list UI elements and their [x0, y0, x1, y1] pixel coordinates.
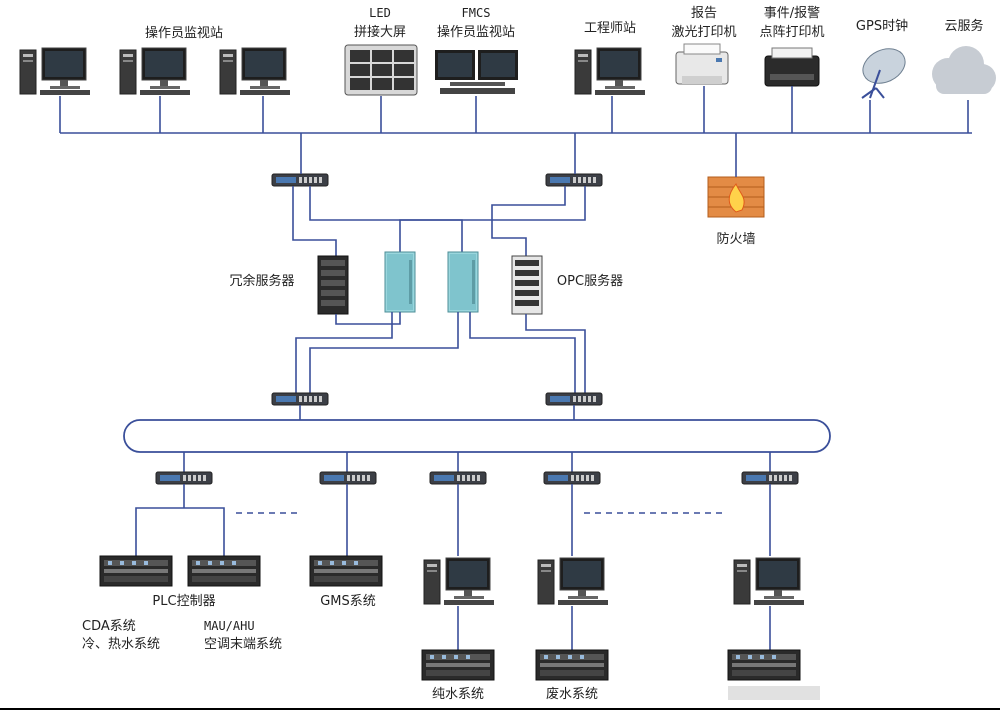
desktop-icon [435, 50, 518, 94]
network-switch-icon [429, 471, 487, 485]
network-switch-icon [545, 173, 603, 187]
redundant-server-label: 冗余服务器 [229, 273, 294, 289]
led-wall-icon [344, 44, 418, 96]
network-switch-icon [271, 392, 329, 406]
led-wall-label-1: LED [369, 6, 391, 20]
desktop-icon [537, 557, 609, 606]
desktop-icon [19, 47, 91, 96]
plc-module-icon [727, 649, 801, 681]
plc-controller-label: PLC控制器 [152, 594, 215, 609]
firewall-label: 防火墙 [716, 231, 755, 247]
cloud-service-label: 云服务 [944, 18, 983, 34]
desktop-icon [219, 47, 291, 96]
report-printer-label-2: 激光打印机 [671, 25, 736, 40]
fmcs-label-2: 操作员监视站 [437, 24, 515, 40]
network-switch-icon [545, 392, 603, 406]
fmcs-label-1: FMCS [462, 6, 491, 20]
ring-network [123, 419, 831, 453]
desktop-icon [119, 47, 191, 96]
alarm-printer-label-2: 点阵打印机 [759, 25, 824, 40]
desktop-icon [423, 557, 495, 606]
network-switch-icon [741, 471, 799, 485]
alarm-printer-label-1: 事件/报警 [764, 5, 820, 21]
satellite-dish-icon [861, 48, 906, 99]
plc-module-icon [309, 555, 383, 587]
printer-icon [675, 43, 729, 85]
server-rack-icon [511, 255, 543, 315]
network-switch-icon [543, 471, 601, 485]
network-switch-icon [271, 173, 329, 187]
cda-label-2: 冷、热水系统 [82, 637, 160, 652]
desktop-icon [733, 557, 805, 606]
operator-stations-label: 操作员监视站 [145, 25, 223, 41]
waste-water-label: 废水系统 [546, 686, 598, 702]
plc-module-icon [187, 555, 261, 587]
gms-system-label: GMS系统 [320, 594, 376, 609]
network-switch-icon [155, 471, 213, 485]
mau-label-1: MAU/AHU [204, 619, 255, 633]
engineer-station-label: 工程师站 [584, 21, 636, 36]
opc-server-label: OPC服务器 [557, 273, 623, 289]
blurred-label [728, 686, 820, 700]
server-rack-icon [384, 251, 416, 313]
network-switch-icon [319, 471, 377, 485]
cloud-icon [932, 46, 996, 94]
server-rack-icon [317, 255, 349, 315]
plc-module-icon [421, 649, 495, 681]
pure-water-label: 纯水系统 [432, 687, 484, 702]
mau-label-2: 空调末端系统 [204, 637, 282, 652]
server-rack-icon [447, 251, 479, 313]
cda-label-1: CDA系统 [82, 619, 136, 634]
desktop-icon [574, 47, 646, 96]
plc-module-icon [535, 649, 609, 681]
printer-icon [764, 47, 820, 87]
report-printer-label-1: 报告 [691, 6, 717, 21]
plc-module-icon [99, 555, 173, 587]
led-wall-label-2: 拼接大屏 [354, 24, 406, 40]
gps-clock-label: GPS时钟 [856, 18, 908, 34]
firewall-icon [707, 176, 765, 218]
